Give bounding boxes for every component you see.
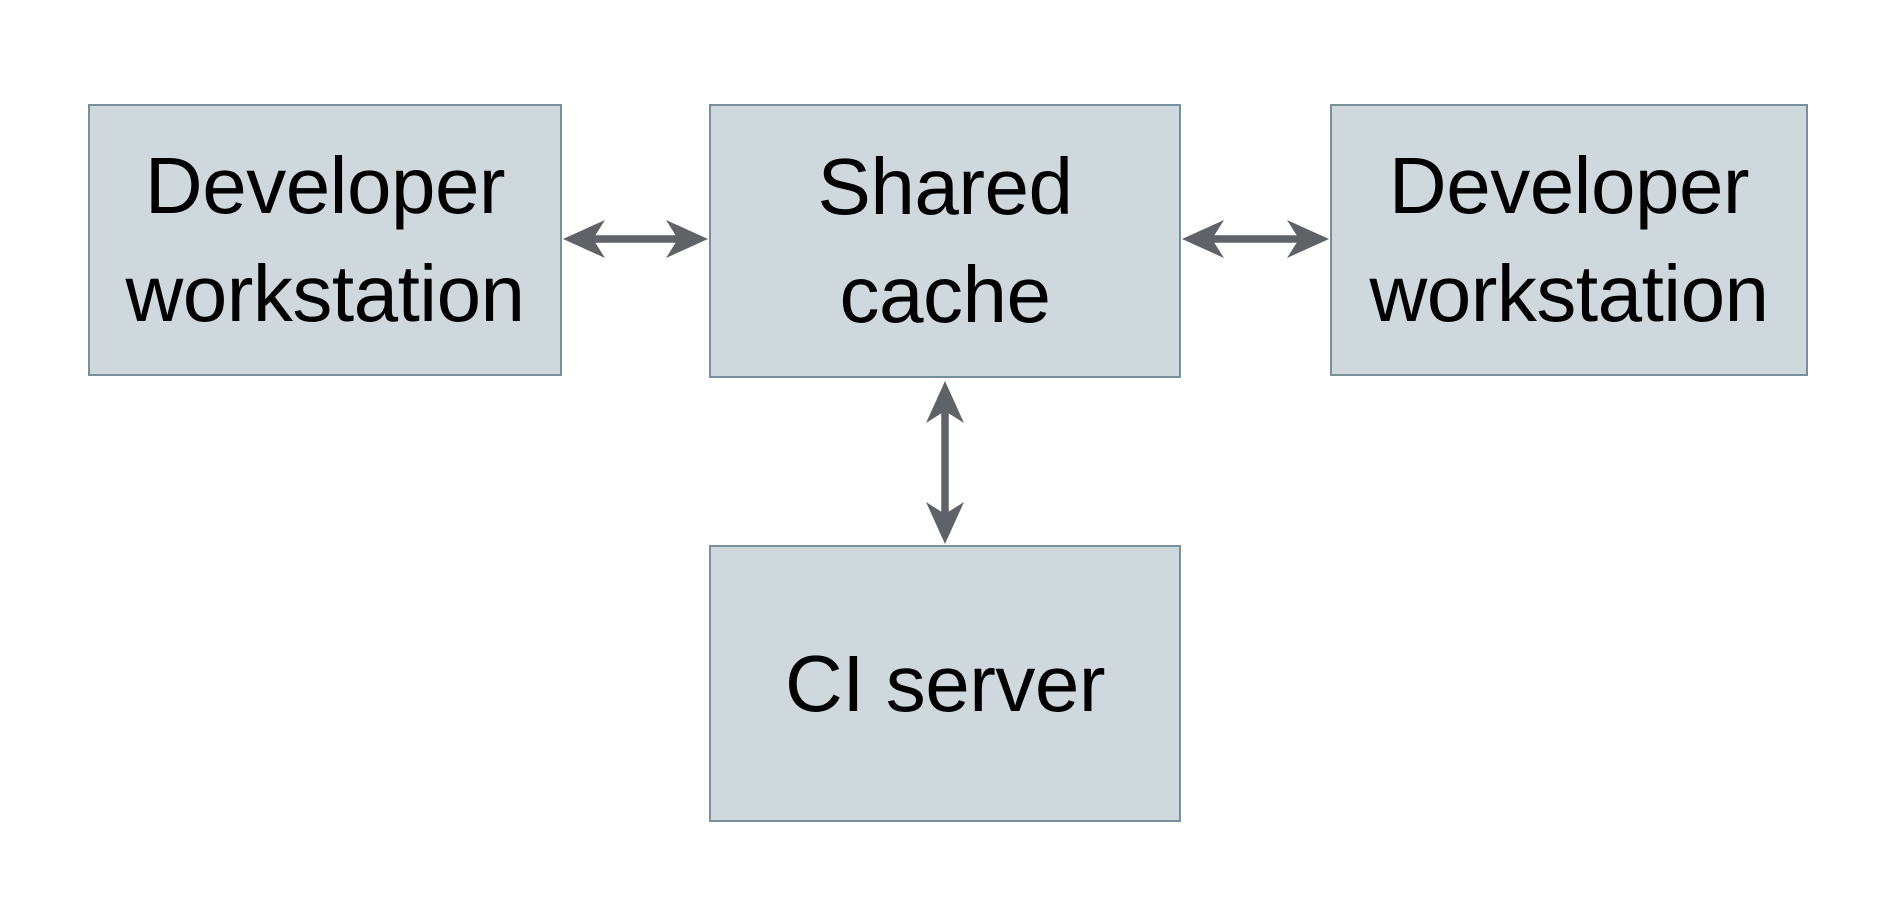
node-label-line: workstation <box>125 249 525 338</box>
node-developer-workstation-right: Developer workstation <box>1330 104 1808 376</box>
arrow-shared-cache-to-workstation-right <box>1182 220 1329 258</box>
node-label-line: Shared <box>817 142 1073 231</box>
arrowhead-left-icon <box>563 220 605 258</box>
arrowhead-down-icon <box>926 502 964 544</box>
node-developer-workstation-left: Developer workstation <box>88 104 562 376</box>
node-label-line: workstation <box>1369 249 1769 338</box>
arrowhead-up-icon <box>926 381 964 423</box>
node-ci-server: CI server <box>709 545 1181 822</box>
node-label-line: cache <box>839 250 1051 339</box>
arrowhead-right-icon <box>1287 220 1329 258</box>
arrowhead-left-icon <box>1182 220 1224 258</box>
node-label-line: CI server <box>785 638 1106 728</box>
arrow-workstation-left-to-shared-cache <box>563 220 708 258</box>
node-label-line: Developer <box>144 141 506 230</box>
node-shared-cache: Shared cache <box>709 104 1181 378</box>
arrowhead-right-icon <box>666 220 708 258</box>
arrow-shared-cache-to-ci-server <box>926 381 964 544</box>
node-label-line: Developer <box>1388 141 1750 230</box>
